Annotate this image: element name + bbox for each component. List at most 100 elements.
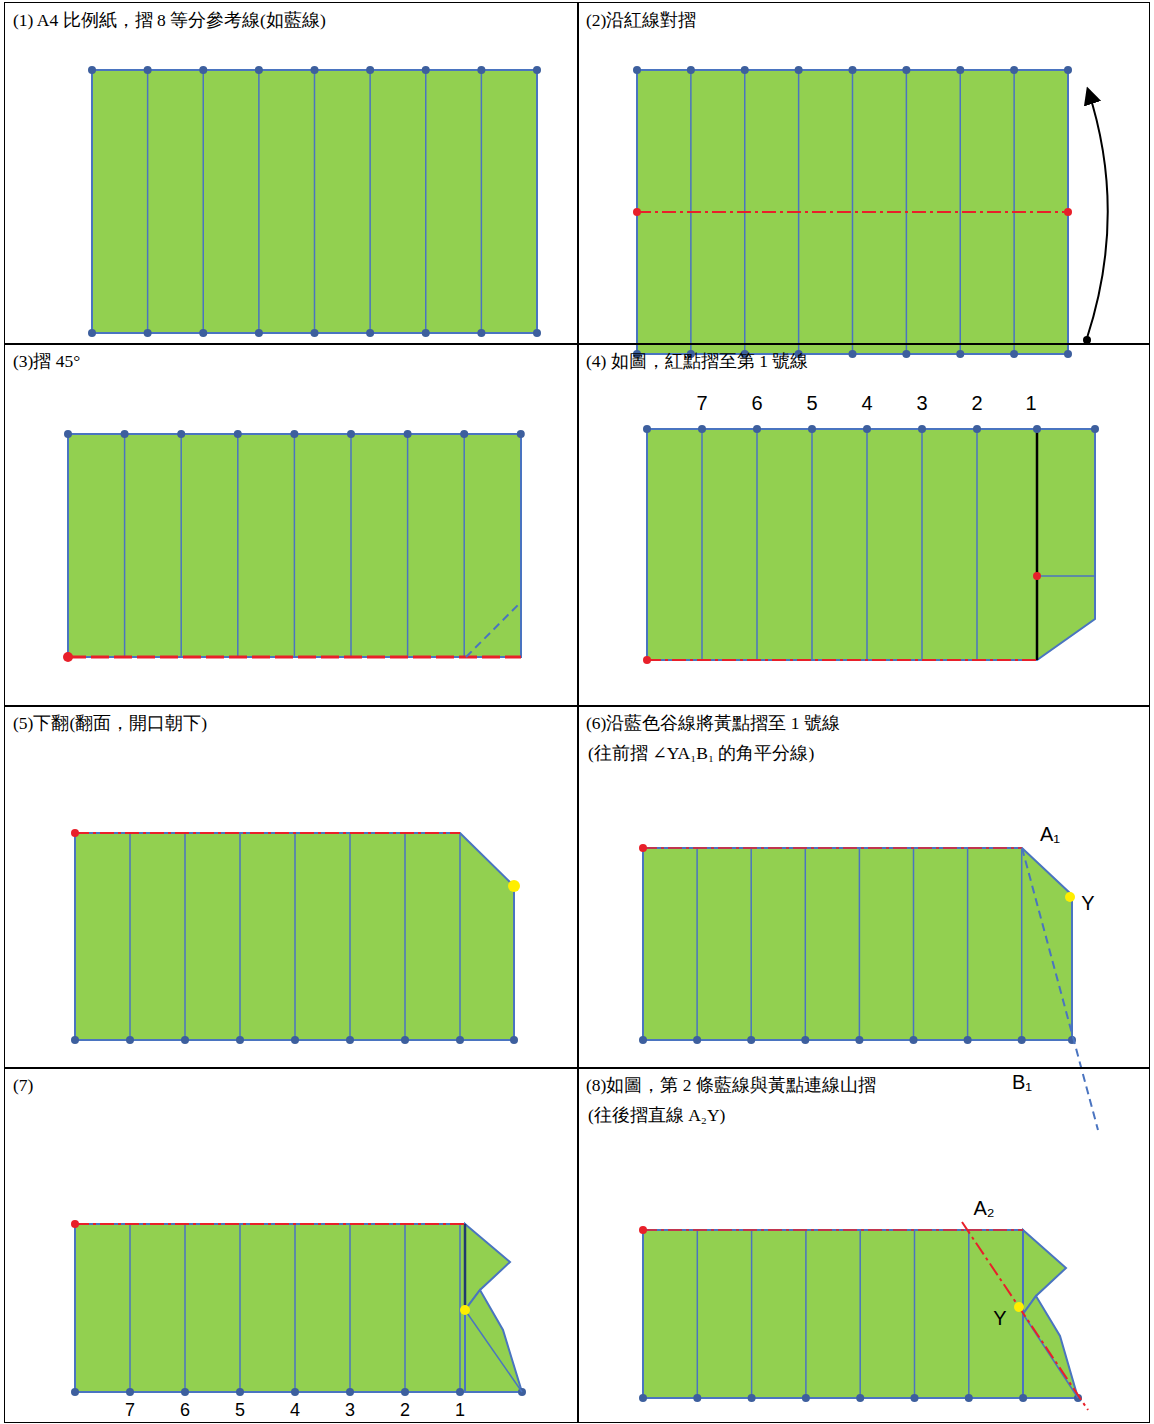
point-dot <box>71 1036 79 1044</box>
fold-edge <box>1037 575 1095 577</box>
point-dot <box>747 1036 755 1044</box>
reference-line <box>750 848 752 1040</box>
reference-line <box>536 70 538 333</box>
point-dot <box>1064 66 1072 74</box>
point-dot <box>801 1036 809 1044</box>
reference-line <box>349 1224 351 1392</box>
reference-line <box>294 833 296 1040</box>
step-caption: (2)沿紅線對摺 <box>578 3 1149 33</box>
fold-arrow <box>1087 90 1108 338</box>
step-caption: (7) <box>5 1068 578 1098</box>
point-dot <box>456 1388 464 1396</box>
point-dot <box>956 66 964 74</box>
reference-line <box>239 1224 241 1392</box>
reference-line <box>701 429 703 660</box>
red-dot <box>639 844 647 852</box>
point-dot <box>918 425 926 433</box>
point-dot <box>404 430 412 438</box>
point-dot <box>422 329 430 337</box>
reference-line <box>91 70 93 333</box>
reference-line <box>129 1224 131 1392</box>
reference-line <box>646 429 648 660</box>
line-number: 2 <box>400 1399 410 1421</box>
point-dot <box>902 66 910 74</box>
point-dot <box>234 430 242 438</box>
fold-edge <box>465 1310 522 1392</box>
reference-line <box>520 434 522 657</box>
step-caption: (8)如圖，第 2 條藍線與黃點連線山摺 <box>578 1068 1149 1098</box>
point-dot <box>181 1388 189 1396</box>
point-dot <box>236 1036 244 1044</box>
point-dot <box>181 1036 189 1044</box>
step-cell: (8)如圖，第 2 條藍線與黃點連線山摺(往後摺直線 A₂Y) <box>577 1067 1150 1423</box>
point-dot <box>290 430 298 438</box>
reference-line <box>239 833 241 1040</box>
reference-line <box>294 1224 296 1392</box>
point-dot <box>144 66 152 74</box>
step-cell: (5)下翻(翻面，開口朝下) <box>4 705 579 1069</box>
point-label: A₁ <box>1040 823 1060 845</box>
point-dot <box>1019 1394 1027 1402</box>
yellow-dot <box>1014 1302 1024 1312</box>
point-dot <box>849 350 857 358</box>
paper-panel <box>637 70 1068 354</box>
reference-line <box>481 70 483 333</box>
step-cell: (7) <box>4 1067 579 1423</box>
point-dot <box>964 1036 972 1044</box>
paper-panel <box>643 1230 1023 1398</box>
point-dot <box>346 1036 354 1044</box>
step-cell: (3)摺 45° <box>4 343 579 707</box>
reference-line <box>294 434 296 657</box>
step-caption: (6)沿藍色谷線將黃點摺至 1 號線 <box>578 706 1149 736</box>
line-number: 4 <box>861 392 872 414</box>
reference-line <box>184 833 186 1040</box>
step-note: (往後摺直線 A₂Y) <box>578 1098 1149 1128</box>
line-number: 4 <box>290 1399 300 1421</box>
reference-line <box>751 1230 753 1398</box>
point-dot <box>855 1036 863 1044</box>
point-dot <box>849 66 857 74</box>
reference-line <box>914 1230 916 1398</box>
reference-line <box>147 70 149 333</box>
line-number: 3 <box>345 1399 355 1421</box>
point-dot <box>88 66 96 74</box>
point-dot <box>199 329 207 337</box>
reference-line <box>811 429 813 660</box>
line-number: 5 <box>806 392 817 414</box>
line-number: 6 <box>180 1399 190 1421</box>
red-dot <box>1064 208 1072 216</box>
line-number: 5 <box>235 1399 245 1421</box>
point-dot <box>422 66 430 74</box>
reference-line <box>180 434 182 657</box>
point-dot <box>456 1036 464 1044</box>
point-dot <box>199 66 207 74</box>
step-caption: (4) 如圖，紅點摺至第 1 號線 <box>578 344 1149 374</box>
point-label: Y <box>1081 892 1094 914</box>
point-dot <box>88 329 96 337</box>
point-dot <box>1010 66 1018 74</box>
reference-line <box>696 848 698 1040</box>
point-dot <box>1010 350 1018 358</box>
reference-line <box>67 434 69 657</box>
red-dot <box>633 208 641 216</box>
point-dot <box>401 1388 409 1396</box>
reference-line <box>369 70 371 333</box>
point-dot <box>311 66 319 74</box>
point-dot <box>802 1394 810 1402</box>
point-dot <box>693 1036 701 1044</box>
point-dot <box>693 1394 701 1402</box>
point-dot <box>863 425 871 433</box>
point-dot <box>71 1388 79 1396</box>
reference-line <box>805 1230 807 1398</box>
point-dot <box>1033 425 1041 433</box>
reference-line <box>237 434 239 657</box>
reference-line <box>404 833 406 1040</box>
reference-line <box>350 434 352 657</box>
point-dot <box>911 1394 919 1402</box>
point-dot <box>121 430 129 438</box>
folded-flap <box>465 1224 510 1310</box>
point-dot <box>753 425 761 433</box>
point-dot <box>973 425 981 433</box>
reference-line <box>642 848 644 1040</box>
fold-edge <box>75 832 460 834</box>
